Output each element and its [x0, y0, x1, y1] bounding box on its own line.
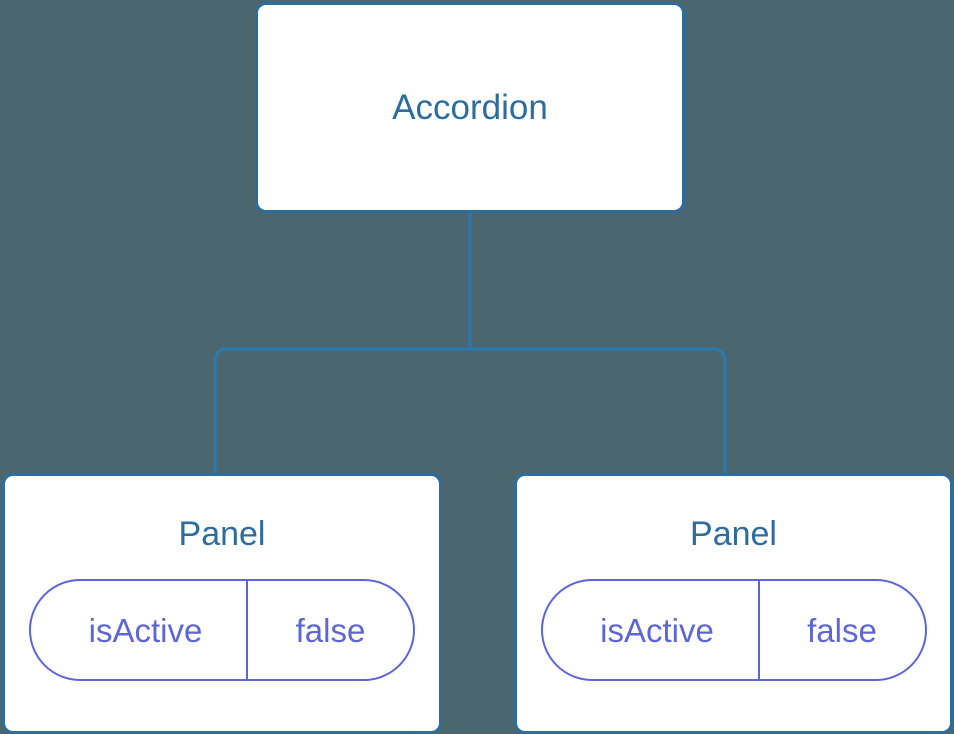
node-accordion-title: Accordion — [392, 88, 548, 127]
node-panel-left[interactable]: Panel isActive false — [2, 473, 442, 734]
node-panel-left-title: Panel — [178, 515, 266, 553]
state-badge-key: isActive — [88, 611, 203, 649]
edge-to-panel-left — [213, 347, 470, 474]
state-badge-panel-right[interactable]: isActive false — [540, 579, 927, 681]
edge-to-panel-right — [470, 347, 727, 474]
state-badge-value: false — [246, 581, 413, 679]
node-panel-right[interactable]: Panel isActive false — [514, 473, 953, 734]
node-panel-right-title: Panel — [690, 515, 777, 553]
state-badge-panel-left[interactable]: isActive false — [29, 579, 415, 681]
node-accordion[interactable]: Accordion — [255, 2, 685, 213]
state-badge-key: isActive — [600, 611, 714, 649]
state-badge-value: false — [757, 581, 925, 679]
